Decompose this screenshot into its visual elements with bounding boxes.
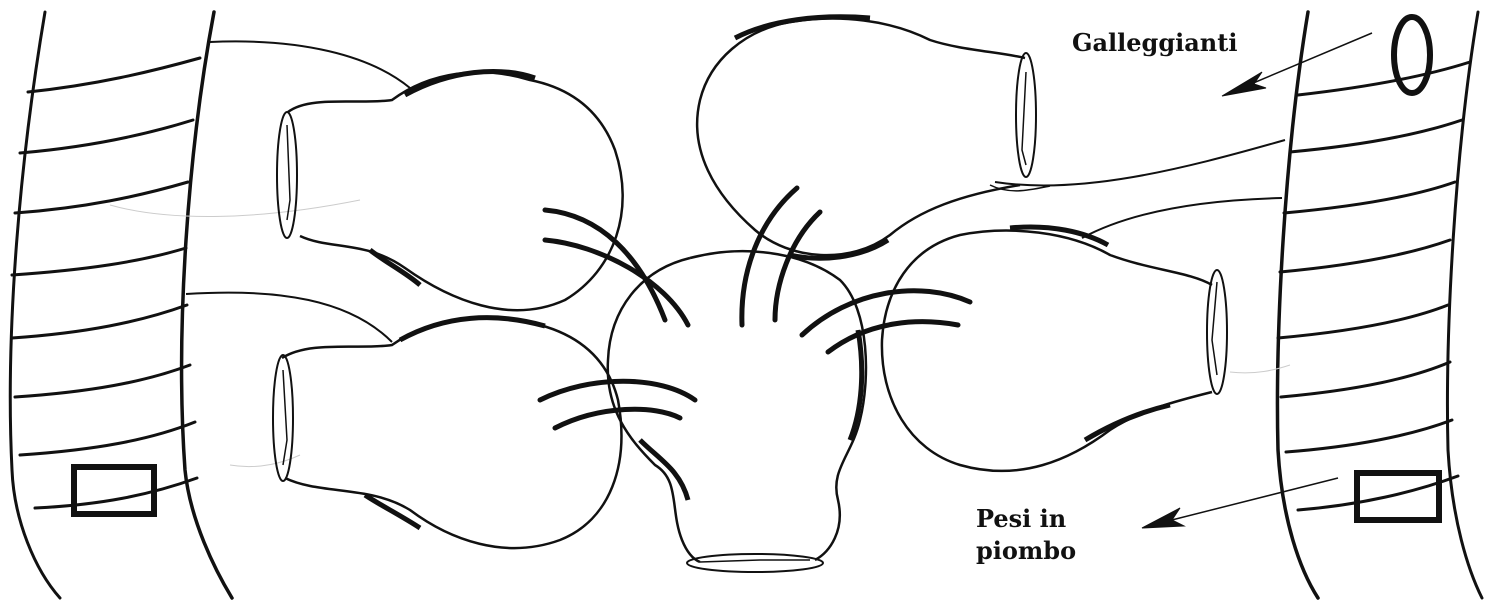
- weights-label-line1: Pesi in: [976, 504, 1066, 533]
- net-bag-bottom-left: [273, 318, 621, 549]
- right-lead-weight: [1357, 473, 1439, 520]
- left-net-panel: [10, 12, 232, 598]
- net-bag-right: [882, 227, 1227, 471]
- arrow-floats-head: [1222, 72, 1266, 96]
- left-net-inner-edge: [182, 12, 232, 598]
- right-float: [1394, 17, 1430, 93]
- left-net-mesh-lines: [12, 58, 200, 508]
- floats-label: Galleggianti: [1072, 28, 1237, 57]
- left-net-outer-edge: [10, 12, 60, 598]
- right-net-mesh-lines: [1278, 62, 1470, 510]
- net-bag-top-left: [277, 71, 623, 310]
- right-net-panel: [1277, 12, 1482, 598]
- right-net-outer-edge: [1447, 12, 1482, 598]
- bag-mouth-ring: [687, 554, 823, 572]
- arrow-weights-line: [1152, 478, 1338, 525]
- left-lead-weight: [74, 467, 154, 514]
- arrows: [1142, 33, 1372, 528]
- weights-label-line2: piombo: [976, 536, 1076, 565]
- bag-mouth-ring: [1016, 53, 1036, 177]
- net-bag-top-center: [697, 17, 1036, 258]
